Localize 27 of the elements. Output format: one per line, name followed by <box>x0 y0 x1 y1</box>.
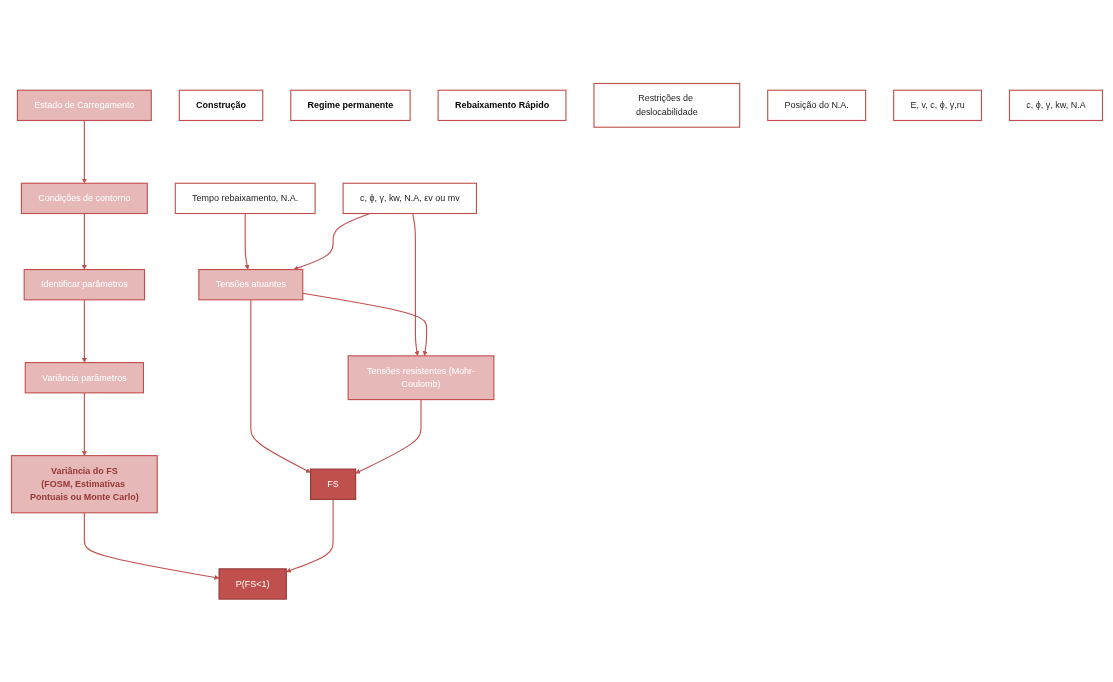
node-box: E, v, c, ϕ, γ,ru <box>892 89 982 121</box>
arrow <box>249 298 311 473</box>
node-box: Restrições de deslocabilidade <box>592 82 740 128</box>
node-box: Tensões resistentes (Mohr-Coulomb) <box>347 355 494 400</box>
node-box: FS <box>309 468 356 500</box>
node-box: Estado de Carregamento <box>16 89 152 121</box>
node-box: c, ϕ, γ, kw, N.A, εv ou mv <box>342 182 477 214</box>
arrow <box>81 212 87 270</box>
node-box: Regime permanente <box>289 89 411 121</box>
node-box: Construção <box>178 89 263 121</box>
node-box: Condições de contorno <box>20 182 148 214</box>
node-box: Rebaixamento Rápido <box>437 89 566 121</box>
node-box: c, ϕ, γ, kw, N.A <box>1008 89 1103 121</box>
node-box: P(FS<1) <box>218 568 287 600</box>
arrow <box>81 298 87 363</box>
arrow <box>285 498 334 573</box>
arrow <box>83 511 219 580</box>
arrow <box>244 212 249 270</box>
node-box: Identificar parâmetros <box>23 268 145 301</box>
node-box: Tempo rebaixamento, N.A. <box>174 182 316 214</box>
arrow <box>81 119 87 184</box>
arrow <box>411 212 419 356</box>
node-box: Tensões atuantes <box>197 268 303 301</box>
arrow <box>81 392 87 456</box>
node-box: Posição do N.A. <box>766 89 866 121</box>
node-box: Variância parâmetros <box>24 361 144 394</box>
node-box: Variância do FS (FOSM, Estimativas Pontuais ou Monte Carlo) <box>10 454 158 514</box>
